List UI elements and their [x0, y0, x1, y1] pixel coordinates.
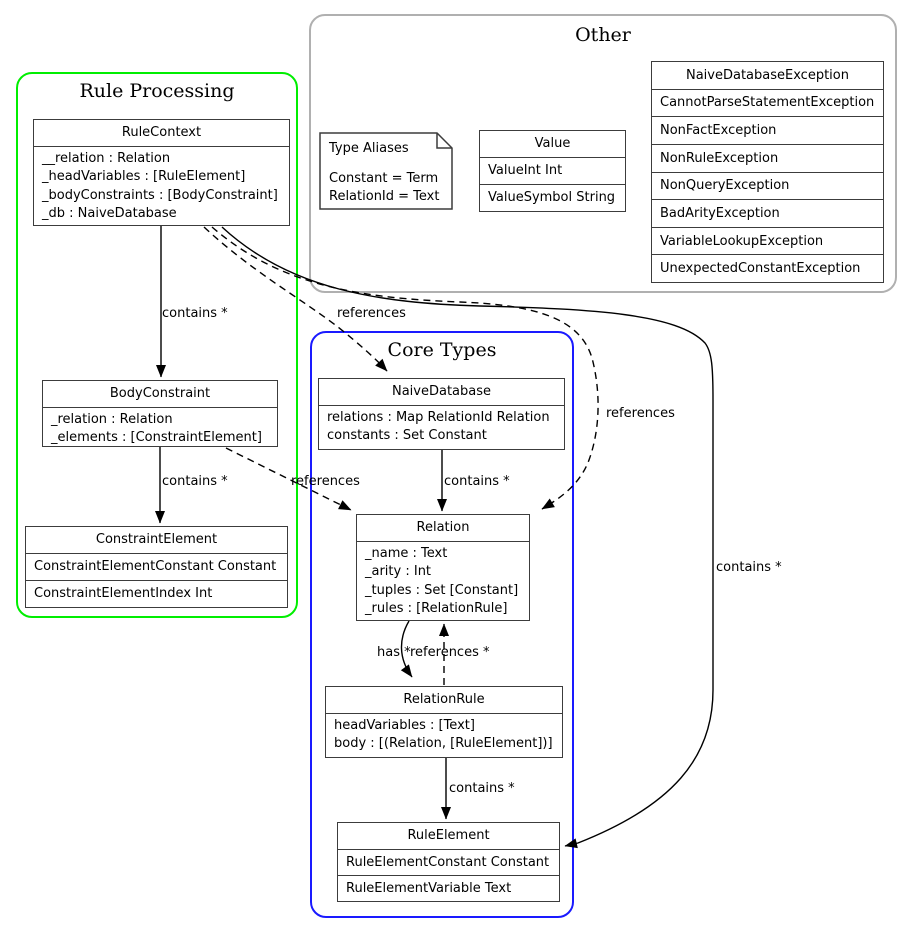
- note-line: RelationId = Text: [329, 189, 440, 204]
- attr-line: _headVariables : [RuleElement]: [42, 169, 246, 184]
- edge-label-references-4: references *: [410, 645, 490, 660]
- attr-line: body : [(Relation, [RuleElement])]: [334, 736, 553, 751]
- class-relationrule: RelationRule headVariables : [Text] body…: [325, 686, 563, 758]
- group-core-types-title: Core Types: [387, 339, 497, 361]
- group-rule-processing-title: Rule Processing: [79, 80, 235, 102]
- class-relation: Relation _name : Text _arity : Int _tupl…: [356, 514, 530, 621]
- group-other-title: Other: [575, 24, 631, 46]
- attr-line: headVariables : [Text]: [334, 717, 475, 733]
- edge-label-references-3: references: [606, 406, 675, 421]
- attr-line: _db : NaiveDatabase: [42, 206, 177, 221]
- attr-line: __relation : Relation: [42, 150, 171, 166]
- class-rulecontext-attrs: __relation : Relation _headVariables : […: [34, 147, 289, 227]
- class-naivedatabase: NaiveDatabase relations : Map RelationId…: [318, 378, 565, 450]
- class-rulecontext: RuleContext __relation : Relation _headV…: [33, 119, 290, 226]
- class-naivedatabase-title: NaiveDatabase: [319, 379, 564, 406]
- attr-line: _rules : [RelationRule]: [365, 601, 508, 616]
- class-relation-title: Relation: [357, 515, 529, 542]
- edge-label-contains-2: contains *: [162, 474, 228, 489]
- class-exceptions-title: NaiveDatabaseException: [652, 62, 883, 90]
- variant-row: RuleElementVariable Text: [346, 880, 512, 896]
- note-type-aliases: Type Aliases Constant = Term RelationId …: [329, 140, 439, 206]
- class-value-title: Value: [480, 131, 625, 158]
- attr-line: constants : Set Constant: [327, 428, 487, 443]
- class-relationrule-attrs: headVariables : [Text] body : [(Relation…: [326, 714, 562, 758]
- attr-line: _bodyConstraints : [BodyConstraint]: [42, 187, 278, 203]
- variant-row: RuleElementConstant Constant: [338, 850, 559, 876]
- class-ruleelement-title: RuleElement: [338, 823, 559, 850]
- note-line: Constant = Term: [329, 171, 439, 186]
- variant-row: ConstraintElementIndex Int: [34, 586, 213, 602]
- edge-label-references-1: references: [337, 306, 406, 321]
- attr-line: _tuples : Set [Constant]: [365, 582, 519, 598]
- class-bodyconstraint: BodyConstraint _relation : Relation _ele…: [42, 380, 278, 447]
- edge-label-has: has *: [377, 645, 411, 660]
- class-naivedatabase-attrs: relations : Map RelationId Relation cons…: [319, 406, 564, 450]
- edge-label-contains-4: contains *: [716, 560, 782, 575]
- variant-row: VariableLookupException: [652, 228, 883, 256]
- variant-row: ValueInt Int: [480, 158, 625, 185]
- variant-row: CannotParseStatementException: [652, 90, 883, 118]
- edge-label-contains-1: contains *: [162, 306, 228, 321]
- variant-row: ConstraintElementConstant Constant: [26, 554, 287, 581]
- edge-label-references-2: references: [291, 474, 360, 489]
- variant-row: BadArityException: [652, 200, 883, 228]
- variant-row: UnexpectedConstantException: [660, 261, 861, 277]
- class-bodyconstraint-title: BodyConstraint: [43, 381, 277, 408]
- note-title: Type Aliases: [329, 141, 409, 156]
- class-value: Value ValueInt Int ValueSymbol String: [479, 130, 626, 212]
- class-relationrule-title: RelationRule: [326, 687, 562, 714]
- edge-label-contains-5: contains *: [449, 781, 515, 796]
- class-rulecontext-title: RuleContext: [34, 120, 289, 147]
- edge-label-contains-3: contains *: [444, 474, 510, 489]
- variant-row: NonRuleException: [652, 145, 883, 173]
- attr-line: _arity : Int: [365, 564, 432, 579]
- attr-line: _relation : Relation: [51, 411, 173, 427]
- attr-line: relations : Map RelationId Relation: [327, 409, 550, 425]
- class-exceptions: NaiveDatabaseException CannotParseStatem…: [651, 61, 884, 283]
- class-ruleelement: RuleElement RuleElementConstant Constant…: [337, 822, 560, 902]
- class-constraintelement-title: ConstraintElement: [26, 527, 287, 554]
- class-relation-attrs: _name : Text _arity : Int _tuples : Set …: [357, 542, 529, 622]
- attr-line: _name : Text: [365, 545, 448, 561]
- variant-row: ValueSymbol String: [488, 190, 616, 206]
- class-bodyconstraint-attrs: _relation : Relation _elements : [Constr…: [43, 408, 277, 451]
- attr-line: _elements : [ConstraintElement]: [51, 430, 262, 445]
- class-constraintelement: ConstraintElement ConstraintElementConst…: [25, 526, 288, 608]
- variant-row: NonFactException: [652, 117, 883, 145]
- variant-row: NonQueryException: [652, 173, 883, 201]
